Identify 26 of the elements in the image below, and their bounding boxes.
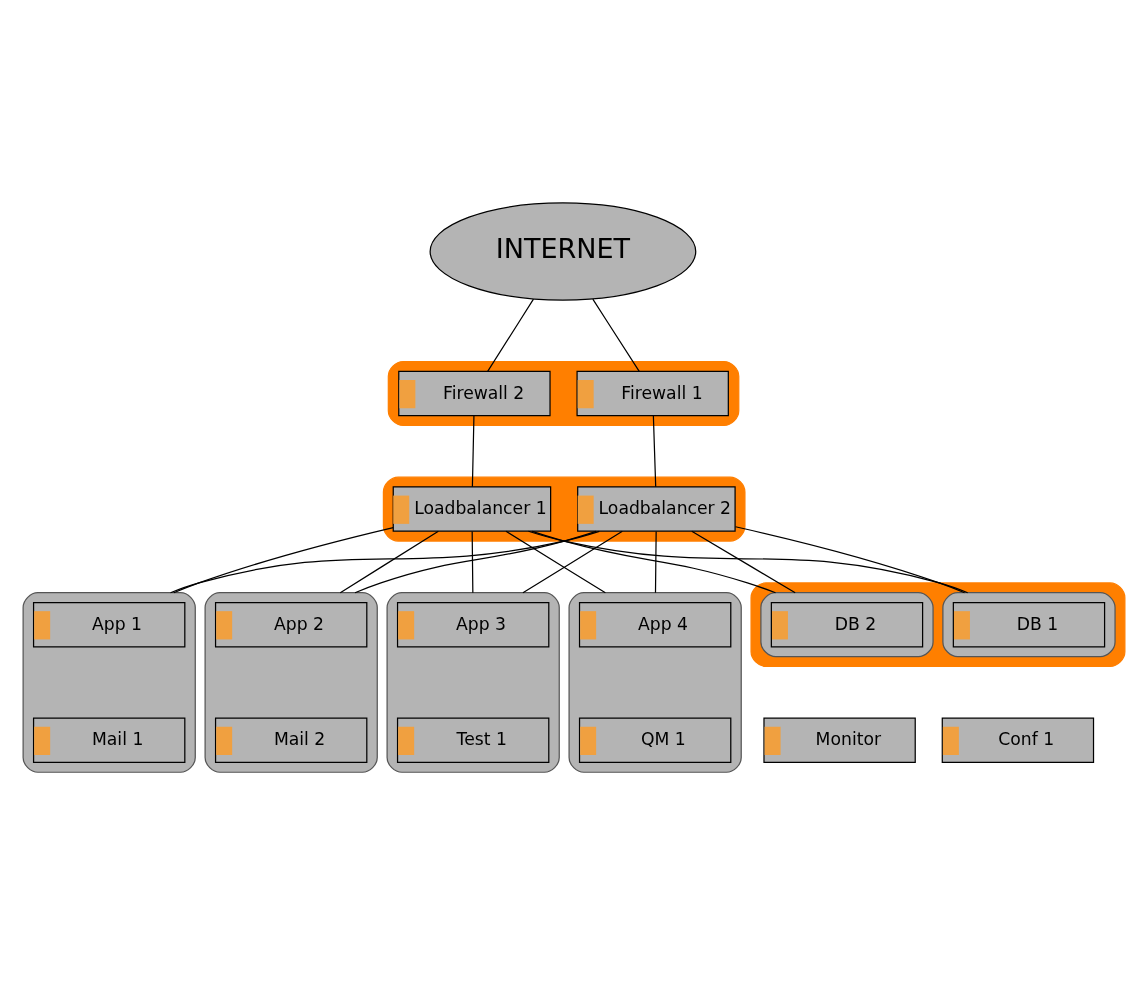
cluster <box>204 591 378 773</box>
node-ellipse: INTERNET <box>429 201 697 301</box>
connector <box>471 414 475 487</box>
connector <box>654 530 657 593</box>
connector <box>691 530 796 593</box>
connector <box>471 530 474 593</box>
connector <box>339 530 439 593</box>
connector <box>354 530 597 593</box>
connector <box>592 298 640 372</box>
cluster <box>22 591 196 773</box>
connector <box>734 525 966 593</box>
connector <box>505 530 606 593</box>
cluster <box>942 591 1116 657</box>
cluster <box>750 581 1126 667</box>
connector <box>522 530 623 593</box>
cluster <box>760 591 934 657</box>
cluster <box>387 360 740 426</box>
connector <box>531 530 777 593</box>
connector <box>487 298 535 372</box>
connector <box>527 530 969 593</box>
cluster <box>382 476 746 542</box>
connector <box>169 530 600 593</box>
connector <box>173 526 394 593</box>
cluster <box>568 591 742 773</box>
connector <box>652 414 657 487</box>
cluster <box>386 591 560 773</box>
